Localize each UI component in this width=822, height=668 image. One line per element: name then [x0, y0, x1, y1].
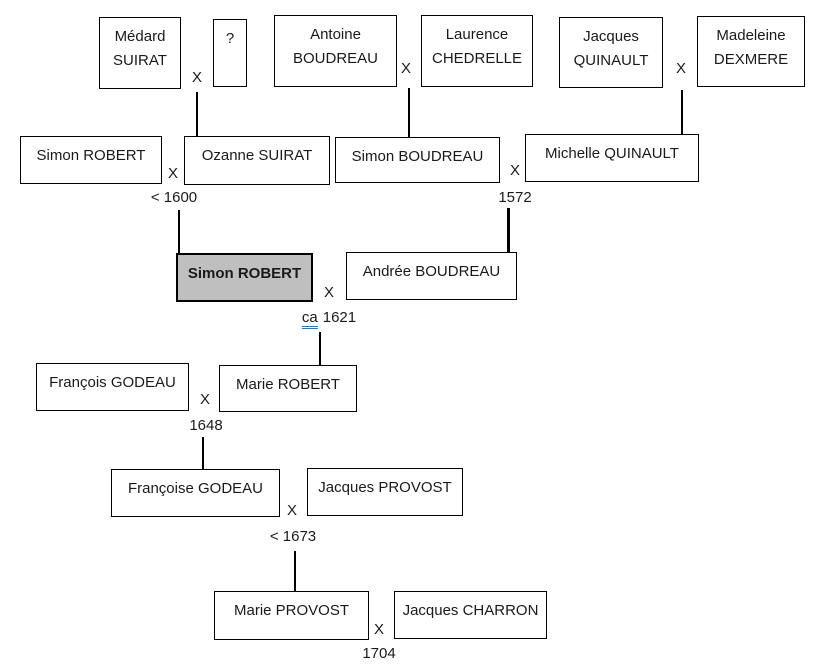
person-box-ozanne-suirat: Ozanne SUIRAT	[184, 136, 330, 185]
connector-line	[680, 90, 684, 134]
marriage-x-mark: X	[509, 162, 520, 179]
person-name-line: ?	[225, 30, 235, 47]
person-name-line: Laurence	[445, 26, 509, 43]
marriage-x-mark: X	[675, 60, 686, 77]
person-name-line: Jacques CHARRON	[402, 602, 539, 619]
person-name-line: Marie ROBERT	[236, 376, 340, 393]
connector-line	[293, 551, 297, 591]
person-box-jacques-quinault: Jacques QUINAULT	[559, 17, 663, 88]
person-name-line: Michelle QUINAULT	[545, 145, 679, 162]
connector-line	[177, 210, 181, 253]
marriage-x-mark: X	[199, 391, 210, 408]
person-box-andree-boudreau: Andrée BOUDREAU	[346, 252, 517, 300]
person-name-line: BOUDREAU	[292, 50, 378, 67]
connector-line	[318, 332, 322, 365]
person-name-line: Antoine	[310, 26, 361, 43]
marriage-date: < 1673	[269, 528, 317, 545]
marriage-date-abbr: ca	[301, 309, 318, 329]
person-name-line: CHEDRELLE	[431, 50, 523, 67]
marriage-x-mark: X	[400, 60, 411, 77]
person-box-simon-boudreau: Simon BOUDREAU	[335, 137, 500, 183]
marriage-date: < 1600	[150, 189, 198, 206]
person-name-line: Simon ROBERT	[187, 265, 302, 282]
connector-line	[407, 88, 411, 137]
person-name-line: Simon ROBERT	[36, 147, 146, 164]
person-name-line: Madeleine	[716, 27, 786, 44]
person-box-jacques-provost: Jacques PROVOST	[307, 468, 463, 516]
person-box-michelle-quinault: Michelle QUINAULT	[525, 134, 699, 182]
person-name-line: SUIRAT	[113, 52, 167, 69]
marriage-x-mark: X	[286, 502, 297, 519]
marriage-x-mark: X	[323, 284, 334, 301]
person-name-line: François GODEAU	[49, 374, 176, 391]
person-name-line: Marie PROVOST	[233, 602, 350, 619]
connector-line	[201, 437, 205, 469]
person-name-line: Ozanne SUIRAT	[201, 147, 313, 164]
person-box-simon-robert-sr: Simon ROBERT	[20, 136, 162, 184]
marriage-date: 1572	[498, 189, 532, 206]
person-box-jacques-charron: Jacques CHARRON	[394, 591, 547, 639]
person-box-francoise-godeau: Françoise GODEAU	[111, 469, 280, 517]
marriage-x-mark: X	[191, 69, 202, 86]
person-name-line: Jacques	[583, 28, 639, 45]
person-name-line: DEXMERE	[713, 51, 789, 68]
person-box-marie-robert: Marie ROBERT	[219, 365, 357, 412]
person-name-line: QUINAULT	[573, 52, 649, 69]
marriage-x-mark: X	[373, 621, 384, 638]
connector-line	[507, 208, 510, 252]
person-box-unknown-spouse: ?	[213, 19, 247, 87]
person-name-line: Françoise GODEAU	[127, 480, 264, 497]
person-name-line: Andrée BOUDREAU	[362, 263, 501, 280]
person-box-medard-suirat: Médard SUIRAT	[99, 17, 181, 89]
person-box-madeleine-dexmere: Madeleine DEXMERE	[697, 16, 805, 87]
marriage-x-mark: X	[167, 165, 178, 182]
person-box-marie-provost: Marie PROVOST	[214, 591, 369, 640]
marriage-date: 1704	[362, 645, 396, 662]
person-box-laurence-chedrelle: Laurence CHEDRELLE	[421, 15, 533, 87]
person-name-line: Médard	[114, 28, 166, 45]
marriage-date: 1648	[189, 417, 223, 434]
person-box-antoine-boudreau: Antoine BOUDREAU	[274, 15, 397, 87]
person-box-francois-godeau: François GODEAU	[36, 363, 189, 411]
person-name-line: Jacques PROVOST	[318, 479, 452, 496]
person-box-simon-robert: Simon ROBERT	[176, 253, 313, 302]
marriage-date-year: 1621	[322, 309, 357, 326]
person-name-line: Simon BOUDREAU	[351, 148, 484, 165]
connector-line	[195, 92, 199, 136]
